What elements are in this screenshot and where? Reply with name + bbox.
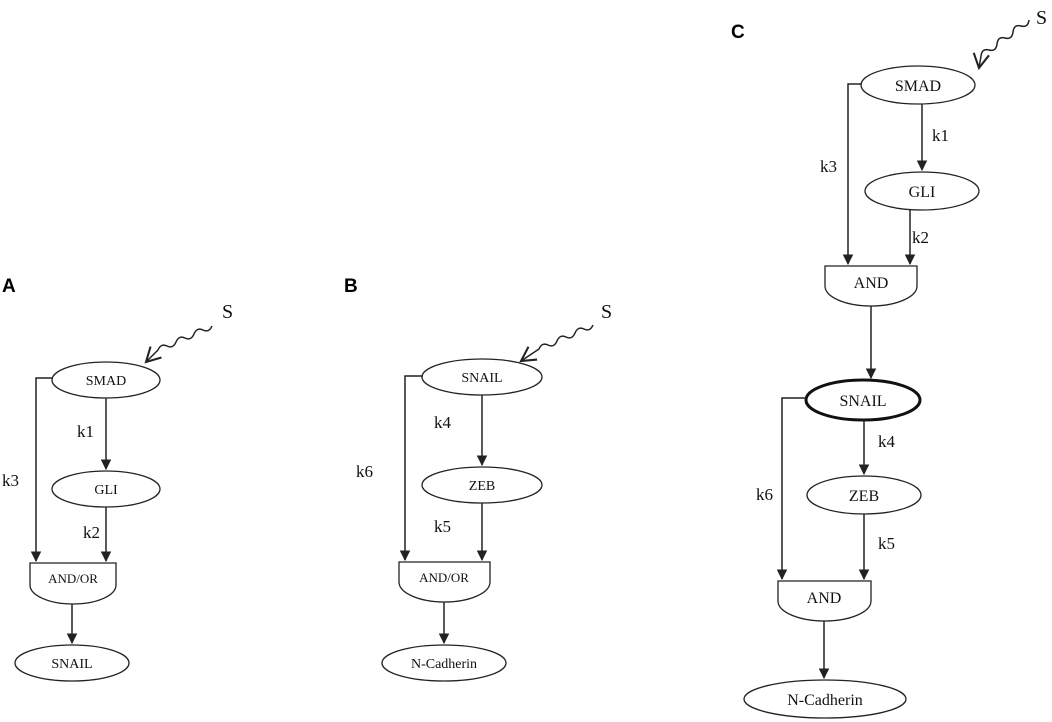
panel-b-n-cadherin-node bbox=[381, 644, 507, 682]
panel-c-and-gate-1 bbox=[824, 265, 918, 307]
panel-b-zeb-label: ZEB bbox=[469, 479, 495, 494]
panel-b: B S SNAIL ZEB AND/OR N-Cadherin k4 k5 k6 bbox=[344, 276, 612, 682]
panel-c-signal-arrow bbox=[972, 19, 1030, 71]
panel-b-signal-arrow bbox=[519, 324, 594, 363]
panel-a-gli-label: GLI bbox=[94, 483, 118, 498]
panel-a: A S SMAD GLI AND/OR SNAIL k1 k2 k3 bbox=[2, 276, 233, 682]
panel-c-rate-k3: k3 bbox=[820, 157, 837, 176]
panel-c-smad-label: SMAD bbox=[895, 78, 941, 95]
panel-b-n-cadherin-label: N-Cadherin bbox=[411, 657, 477, 672]
panel-c-rate-k2: k2 bbox=[912, 228, 929, 247]
panel-c-gate1-label: AND bbox=[854, 275, 889, 292]
panel-c-gli-label: GLI bbox=[909, 184, 936, 201]
panel-b-signal-label: S bbox=[601, 301, 612, 323]
panel-a-and-or-gate bbox=[29, 562, 117, 605]
panel-a-rate-k1: k1 bbox=[77, 422, 94, 441]
panel-a-smad-label: SMAD bbox=[86, 374, 126, 389]
panel-a-snail-node bbox=[14, 644, 130, 682]
panel-a-signal-label: S bbox=[222, 301, 233, 323]
panel-c-snail-node bbox=[804, 378, 922, 422]
panel-c-smad-node bbox=[860, 65, 976, 105]
panel-b-snail-label: SNAIL bbox=[461, 371, 502, 386]
panel-c: C S SMAD GLI AND SNAIL ZEB AND N-Cadheri… bbox=[731, 7, 1047, 719]
panel-c-signal-label: S bbox=[1036, 7, 1047, 29]
panel-b-and-or-gate bbox=[398, 561, 491, 603]
panel-a-rate-k3: k3 bbox=[2, 471, 19, 490]
panel-a-letter: A bbox=[2, 276, 16, 297]
panel-c-rate-k5: k5 bbox=[878, 534, 895, 553]
panel-b-rate-k6: k6 bbox=[356, 462, 373, 481]
panel-c-zeb-label: ZEB bbox=[849, 488, 879, 505]
panel-c-rate-k4: k4 bbox=[878, 432, 896, 451]
panel-a-signal-arrow bbox=[144, 325, 213, 364]
panel-a-edge-k3 bbox=[30, 377, 53, 563]
panel-c-letter: C bbox=[731, 22, 745, 43]
panel-b-rate-k5: k5 bbox=[434, 517, 451, 536]
panel-a-snail-label: SNAIL bbox=[51, 657, 92, 672]
panel-c-gli-node bbox=[864, 171, 980, 211]
panel-c-rate-k1: k1 bbox=[932, 126, 949, 145]
panel-c-and-gate-2 bbox=[777, 580, 872, 622]
panel-b-gate-label: AND/OR bbox=[419, 570, 469, 585]
panel-c-edge-k6 bbox=[776, 397, 806, 581]
panel-c-snail-label: SNAIL bbox=[839, 393, 886, 410]
panel-c-edge-k3 bbox=[842, 83, 862, 266]
panel-c-rate-k6: k6 bbox=[756, 485, 773, 504]
panel-c-n-cadherin-label: N-Cadherin bbox=[787, 692, 863, 709]
panel-a-gate-label: AND/OR bbox=[48, 571, 98, 586]
panel-b-edge-k6 bbox=[399, 375, 423, 562]
panel-c-n-cadherin-node bbox=[743, 679, 907, 719]
panel-c-gate2-label: AND bbox=[807, 590, 842, 607]
panel-b-letter: B bbox=[344, 276, 358, 297]
panel-a-rate-k2: k2 bbox=[83, 523, 100, 542]
panel-b-rate-k4: k4 bbox=[434, 413, 452, 432]
